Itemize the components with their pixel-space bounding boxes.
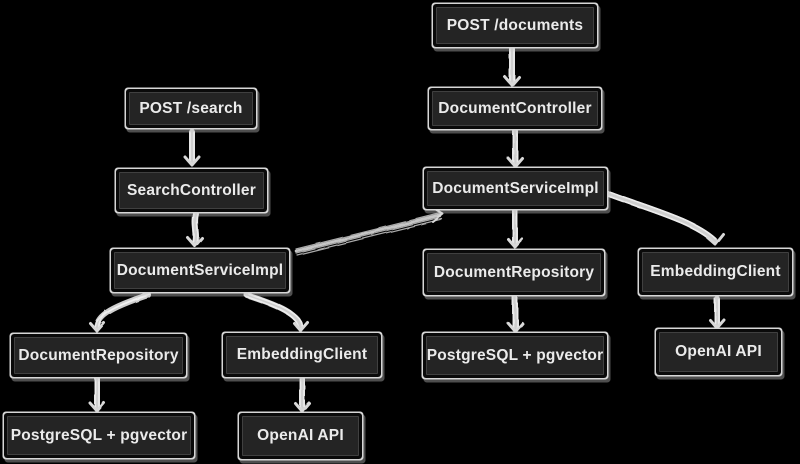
node-document-service-impl-right: DocumentServiceImpl [427, 171, 604, 206]
node-postgresql-pgvector-left: PostgreSQL + pgvector [7, 416, 191, 455]
node-document-controller: DocumentController [432, 91, 598, 126]
arrow-dsi-right-to-embedding-client [608, 192, 725, 246]
arrow-embedding-client-left-to-openai-api [293, 379, 311, 413]
arrow-dsi-left-to-embedding-client [245, 294, 310, 333]
arrow-document-repository-right-to-postgresql [506, 297, 524, 333]
node-post-search: POST /search [129, 92, 253, 125]
arrow-post-documents-to-document-controller [503, 49, 521, 87]
arrow-post-search-to-search-controller [183, 132, 201, 167]
node-openai-api-left: OpenAI API [242, 416, 359, 456]
arrow-dsi-left-to-document-repository [88, 294, 150, 333]
node-openai-api-right: OpenAI API [659, 332, 778, 372]
arrow-search-controller-to-document-service-impl [186, 214, 204, 248]
node-document-service-impl-left: DocumentServiceImpl [114, 252, 286, 289]
node-search-controller: SearchController [119, 172, 264, 209]
node-document-repository-right: DocumentRepository [427, 253, 601, 292]
node-post-documents: POST /documents [436, 7, 594, 44]
node-embedding-client-left: EmbeddingClient [226, 336, 378, 374]
arrow-document-controller-to-document-service-impl [506, 131, 524, 168]
arrow-document-repository-left-to-postgresql [88, 379, 106, 413]
node-document-repository-left: DocumentRepository [14, 337, 183, 374]
arrow-dsi-right-to-document-repository [506, 210, 524, 249]
node-postgresql-pgvector-right: PostgreSQL + pgvector [426, 336, 604, 375]
arrow-embedding-client-right-to-openai-api [708, 299, 726, 330]
arrow-document-service-impl-cross-link [294, 206, 444, 256]
node-embedding-client-right: EmbeddingClient [642, 252, 789, 292]
